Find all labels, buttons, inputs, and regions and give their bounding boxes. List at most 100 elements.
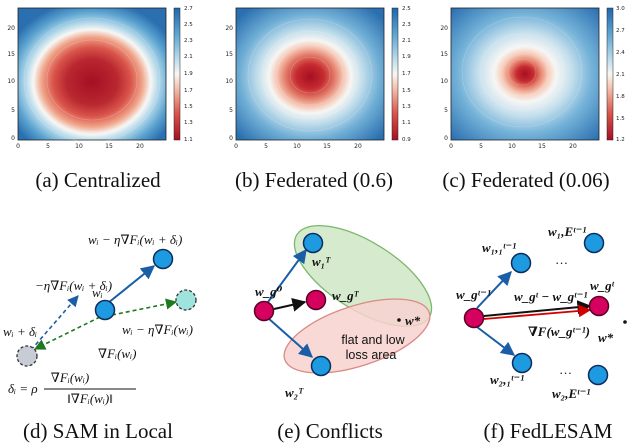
label-delta-lhs: δᵢ = ρ — [8, 381, 38, 396]
xtick: 10 — [508, 143, 516, 150]
node-wi — [94, 299, 116, 321]
marker-wstar — [397, 318, 401, 322]
colorbar-c — [606, 7, 614, 141]
heatmap-b — [235, 7, 385, 141]
label-w21: w₂,₁ᵗ⁻¹ — [490, 372, 524, 387]
panel-d: wᵢ − η∇Fᵢ(wᵢ + δᵢ) −η∇Fᵢ(wᵢ + δᵢ) wᵢ wᵢ … — [3, 232, 197, 443]
label-wstar: w* — [405, 313, 421, 328]
dots-top: … — [556, 252, 568, 267]
colorbar-label: 2.5 — [184, 22, 193, 28]
ytick: 10 — [440, 78, 448, 85]
node-target-plain — [175, 289, 197, 311]
ytick: 20 — [225, 25, 233, 32]
arrow-perturbation — [33, 316, 101, 350]
colorbar-label: 2.3 — [402, 22, 411, 28]
ytick: 5 — [11, 107, 15, 114]
colorbar-label: 1.5 — [184, 104, 193, 110]
panel-c: 20 15 10 5 0 0 5 10 15 20 3.0 2.7 2.4 2.… — [440, 6, 625, 192]
colorbar-label: 1.8 — [616, 94, 625, 100]
region-client2 — [283, 298, 431, 374]
node-wgt1 — [463, 307, 485, 329]
heatmap-c — [450, 7, 600, 141]
arrow-to-client1 — [267, 248, 307, 303]
node-w1T — [302, 232, 324, 254]
label-w2E: w₂,Eᵗ⁻¹ — [552, 386, 590, 401]
node-wgt — [588, 295, 610, 317]
xtick: 15 — [538, 143, 546, 150]
label-wi-plus-delta: wᵢ + δᵢ — [3, 324, 37, 339]
xtick: 20 — [136, 143, 144, 150]
label-global-diff: w_gᵗ − w_gᵗ⁻¹ — [514, 289, 587, 304]
arrow-to-global — [273, 297, 307, 312]
ytick: 5 — [229, 107, 233, 114]
xtick: 5 — [46, 143, 50, 150]
caption-a: (a) Centralized — [35, 168, 161, 192]
caption-b: (b) Federated (0.6) — [235, 168, 393, 192]
node-wi-plus-delta — [16, 345, 38, 367]
colorbar-labels-b: 2.5 2.3 2.1 1.9 1.7 1.5 1.3 1.1 0.9 — [402, 6, 411, 143]
node-w2T — [310, 355, 332, 377]
panel-e: w₁ᵀ w_g⁰ w_gᵀ w₂ᵀ w* flat and low loss a… — [253, 224, 433, 443]
marker-wstar — [623, 320, 627, 324]
ytick: 20 — [7, 25, 15, 32]
xtick: 20 — [569, 143, 577, 150]
label-plain-update: wᵢ − η∇Fᵢ(wᵢ) — [122, 322, 193, 337]
label-wstar: w* — [598, 330, 614, 345]
label-delta-num: ∇Fᵢ(wᵢ) — [51, 370, 89, 385]
label-w1E: w₁,Eᵗ⁻¹ — [548, 224, 586, 239]
xticks-a: 0 5 10 15 20 — [16, 143, 144, 150]
colorbar-label: 1.9 — [184, 71, 193, 77]
xticks-b: 0 5 10 15 20 — [234, 143, 362, 150]
arrow-to-w11 — [476, 270, 512, 309]
colorbar-label: 2.7 — [616, 28, 625, 34]
colorbar-label: 1.9 — [402, 54, 411, 60]
colorbar-label: 2.3 — [184, 38, 193, 44]
label-delta-den: ‖∇Fᵢ(wᵢ)‖ — [67, 391, 113, 406]
colorbar-label: 1.3 — [184, 120, 193, 126]
xtick: 5 — [479, 143, 483, 150]
arrow-gradient-step — [111, 298, 178, 316]
colorbar-label: 2.7 — [184, 6, 193, 12]
colorbar-label: 1.2 — [616, 137, 625, 143]
panel-b: 20 15 10 5 0 0 5 10 15 20 2.5 2.3 2.1 1.… — [225, 6, 411, 192]
colorbar-label: 1.1 — [402, 120, 411, 126]
contours-b — [247, 18, 373, 132]
label-w1T: w₁ᵀ — [312, 254, 331, 269]
colorbar-label: 1.7 — [184, 88, 193, 94]
xtick: 15 — [323, 143, 331, 150]
xtick: 10 — [293, 143, 301, 150]
panel-f: w₁,₁ᵗ⁻¹ w₁,Eᵗ⁻¹ … w_gᵗ⁻¹ w_gᵗ − w_gᵗ⁻¹ w… — [456, 224, 627, 443]
xtick: 0 — [234, 143, 238, 150]
colorbar-label: 0.9 — [402, 137, 411, 143]
label-w2T: w₂ᵀ — [285, 385, 304, 400]
label-sam-update: wᵢ − η∇Fᵢ(wᵢ + δᵢ) — [88, 232, 182, 247]
label-flat-area-2: loss area — [346, 348, 397, 362]
node-w1E — [583, 232, 605, 254]
caption-e: (e) Conflicts — [277, 419, 383, 443]
label-wi: wᵢ — [92, 285, 103, 300]
ytick: 0 — [11, 135, 15, 142]
arrow-to-w21 — [476, 326, 516, 356]
colorbar-label: 1.5 — [616, 116, 625, 122]
node-w2E — [587, 364, 609, 386]
label-sam-step: −η∇Fᵢ(wᵢ + δᵢ) — [35, 278, 112, 293]
label-wgT: w_gᵀ — [332, 288, 360, 303]
contours-a — [23, 17, 161, 143]
colorbar-label: 2.4 — [616, 50, 625, 56]
ytick: 15 — [225, 51, 233, 58]
colorbar-label: 2.1 — [616, 72, 625, 78]
colorbar-labels-c: 3.0 2.7 2.4 2.1 1.8 1.5 1.2 — [616, 6, 625, 143]
xtick: 0 — [449, 143, 453, 150]
ytick: 0 — [229, 135, 233, 142]
label-flat-area-1: flat and low — [341, 333, 405, 347]
ytick: 15 — [440, 51, 448, 58]
ytick: 0 — [444, 135, 448, 142]
yticks-b: 20 15 10 5 0 — [225, 25, 233, 142]
node-w21 — [511, 352, 533, 374]
ytick: 15 — [7, 51, 15, 58]
label-w11: w₁,₁ᵗ⁻¹ — [482, 240, 516, 255]
colorbar-a — [173, 7, 181, 141]
colorbar-label: 2.5 — [402, 6, 411, 12]
label-wg0: w_g⁰ — [255, 284, 283, 299]
colorbar-label: 2.1 — [184, 54, 193, 60]
